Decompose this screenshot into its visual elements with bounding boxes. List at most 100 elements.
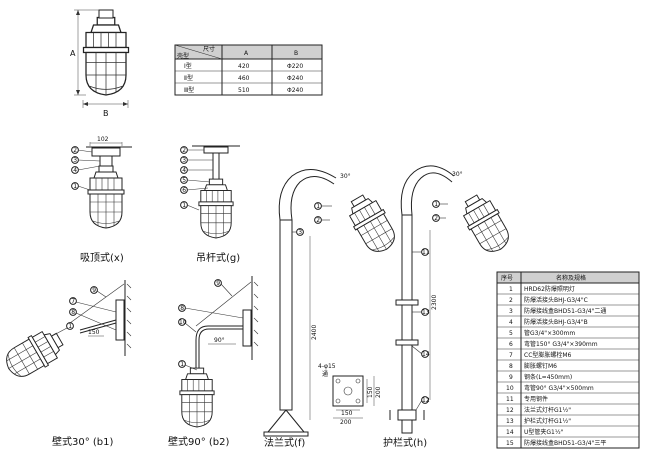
size-row-3-b: Φ240 [287, 87, 303, 94]
callout-x-2: 3 [73, 157, 77, 164]
callout-h-4: 13 [422, 309, 430, 316]
parts-row-no: 6 [509, 341, 513, 348]
callout-g-5: 6 [182, 187, 186, 194]
dim-ceiling-width: 102 [97, 136, 109, 143]
dim-wall30-length: 150 [88, 329, 100, 336]
size-row-1-type: Ⅰ型 [184, 62, 192, 70]
flange-angle: 30° [340, 173, 351, 180]
size-row-3-type: Ⅲ型 [184, 86, 194, 94]
size-table: 尺寸 壳型 A B Ⅰ型 420 Φ220 Ⅱ型 460 Φ240 Ⅲ型 510… [174, 44, 323, 96]
callout-x-1: 2 [73, 147, 77, 154]
base-hole-sub: 通 [322, 370, 328, 378]
dim-label-a: A [70, 49, 76, 58]
parts-row-no: 14 [506, 429, 514, 436]
parts-row-no: 13 [506, 418, 514, 425]
callout-g-4: 5 [182, 177, 186, 184]
size-table-header-type: 壳型 [177, 52, 189, 60]
guardrail-height: 2300 [431, 295, 438, 310]
size-row-2-a: 460 [238, 75, 250, 82]
callout-x-3: 4 [73, 167, 77, 174]
base-dim-d: 200 [375, 386, 382, 398]
base-dim-c: 150 [367, 386, 374, 398]
base-dim-b: 200 [340, 419, 352, 426]
flange-base-plan: 4-φ15 通 150 200 150 200 [318, 363, 382, 426]
callout-b2-1: 9 [216, 280, 220, 287]
guardrail-angle: 30° [452, 171, 463, 178]
size-row-2-type: Ⅱ型 [184, 74, 193, 82]
caption-guardrail: 护栏式(h) [383, 436, 427, 449]
parts-row-name: 防爆接线盒BHD51-G3/4"二通 [524, 307, 606, 315]
caption-wall-30: 壁式30° (b1) [52, 435, 114, 448]
caption-wall-90: 壁式90° (b2) [168, 435, 230, 448]
parts-row-no: 10 [506, 385, 514, 392]
callout-h-2: 2 [434, 215, 438, 222]
parts-row-no: 5 [509, 330, 513, 337]
parts-table: 1 HRD62防爆照明灯 2 防爆活接头BHJ-G3/4"C 3 防爆接线盒BHD51-G… [496, 271, 640, 449]
callout-f-1: 1 [316, 203, 320, 210]
parts-row-name: 防爆活接头BHJ-G3/4"C [524, 296, 588, 304]
caption-pendant: 吊杆式(g) [196, 251, 240, 264]
callout-b1-1: 7 [71, 298, 75, 305]
parts-header-no: 序号 [501, 274, 513, 282]
callout-g-6: 1 [182, 202, 186, 209]
callout-h-5: 14 [422, 351, 430, 358]
parts-row-no: 15 [506, 440, 514, 447]
base-dim-a: 150 [341, 410, 353, 417]
parts-row-no: 4 [509, 319, 513, 326]
view-ceiling-mount: 102 2 3 4 1 吸顶式(x) [71, 136, 132, 264]
callout-x-4: 1 [73, 183, 77, 190]
size-row-3-a: 510 [238, 87, 250, 94]
view-guardrail-pole: 2300 30° 1 2 11 13 14 12 护栏式(h) [383, 165, 516, 449]
callout-b1-2: 8 [71, 309, 75, 316]
callout-b1-4: 1 [68, 323, 72, 330]
flange-height: 2400 [311, 325, 318, 340]
dim-label-b: B [103, 109, 109, 118]
callout-h-6: 12 [422, 397, 430, 404]
callout-g-1: 2 [182, 147, 186, 154]
parts-row-no: 7 [509, 352, 513, 359]
parts-header-name: 名称及规格 [556, 274, 586, 282]
size-row-2-b: Φ240 [287, 75, 303, 82]
parts-row-name: CC型膨胀螺栓M6 [524, 351, 572, 359]
callout-b2-4: 1 [180, 361, 184, 368]
parts-row-name: U型管夹G1½" [524, 428, 564, 436]
parts-row-name: HRD62防爆照明灯 [524, 285, 575, 293]
callout-b1-3: 9 [92, 287, 96, 294]
parts-row-name: 法兰式灯杆G1½" [524, 406, 571, 414]
dim-wall90-angle: 90° [214, 337, 225, 344]
parts-row-no: 12 [506, 407, 514, 414]
parts-row-name: 专用钢件 [524, 395, 548, 403]
parts-row-name: 弯管90° G3/4"×500mm [524, 384, 594, 392]
parts-row-name: 管G3/4"×300mm [524, 329, 575, 337]
parts-row-no: 9 [509, 374, 513, 381]
callout-b2-2: 8 [180, 305, 184, 312]
size-table-header-size: 尺寸 [203, 45, 215, 53]
view-wall-90: 90° 9 8 10 1 壁式90° (b2) [168, 276, 259, 448]
size-table-col-b: B [294, 50, 298, 57]
main-fixture: A B [70, 9, 130, 118]
parts-row-name: 弯管150° G3/4"×390mm [524, 340, 598, 348]
parts-row-no: 2 [509, 297, 513, 304]
parts-row-name: 钢条(L=450mm) [524, 373, 572, 381]
base-hole-spec: 4-φ15 [318, 363, 336, 370]
parts-row-no: 1 [509, 286, 513, 293]
parts-row-name: 防爆接线盒BHD51-G3/4"三平 [524, 439, 606, 447]
view-pendant-mount: 2 3 4 5 6 1 吊杆式(g) [180, 145, 240, 264]
view-wall-30: 150 7 8 9 1 壁式30° (b1) [0, 280, 132, 448]
callout-g-2: 3 [182, 157, 186, 164]
parts-row-name: 护栏式灯杆G1½" [524, 417, 571, 425]
parts-row-name: 膨胀螺钉M6 [524, 362, 557, 370]
size-row-1-b: Φ220 [287, 63, 303, 70]
caption-ceiling: 吸顶式(x) [80, 251, 124, 264]
parts-row-no: 3 [509, 308, 513, 315]
size-row-1-a: 420 [238, 63, 250, 70]
parts-row-no: 11 [506, 396, 514, 403]
caption-flange: 法兰式(f) [264, 436, 305, 449]
callout-f-2: 2 [316, 217, 320, 224]
callout-b2-3: 10 [179, 319, 187, 326]
parts-row-name: 防爆活接头BHJ-G3/4"B [524, 318, 588, 326]
callout-h-3: 11 [422, 249, 430, 256]
size-table-col-a: A [244, 50, 249, 57]
parts-row-no: 8 [509, 363, 513, 370]
